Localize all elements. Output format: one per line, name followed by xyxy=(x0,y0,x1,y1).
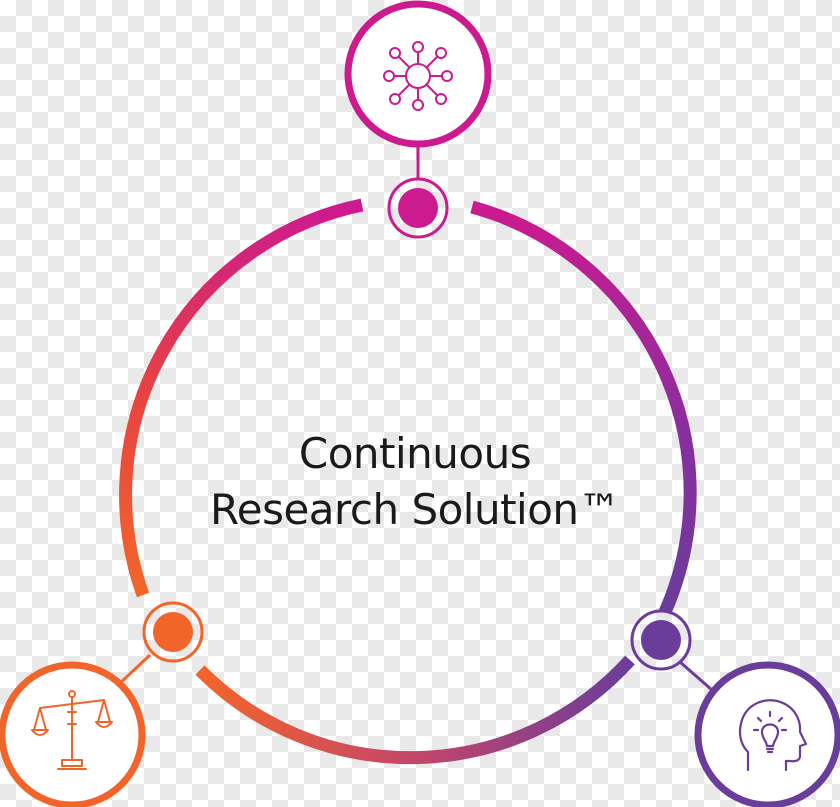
title-line-2: Research Solution™ xyxy=(209,485,621,534)
main-ring xyxy=(119,198,697,765)
ring-arc-right xyxy=(470,200,697,615)
ring-arc-bottom xyxy=(195,655,635,765)
connector-right xyxy=(679,660,713,692)
junction-left xyxy=(142,601,204,663)
ring-arc-left xyxy=(119,198,364,598)
network-hub-icon xyxy=(383,41,453,111)
balance-scale-icon xyxy=(31,690,113,770)
title-line-1: Continuous xyxy=(298,429,532,478)
connectors xyxy=(116,147,713,692)
junction-right xyxy=(630,609,692,671)
node-right-circle xyxy=(694,661,840,807)
junction-top xyxy=(387,177,449,239)
node-top-circle xyxy=(344,0,492,148)
head-lightbulb-icon xyxy=(738,699,808,772)
connector-left xyxy=(116,653,152,687)
diagram-title: Continuous Research Solution™ xyxy=(150,426,680,538)
